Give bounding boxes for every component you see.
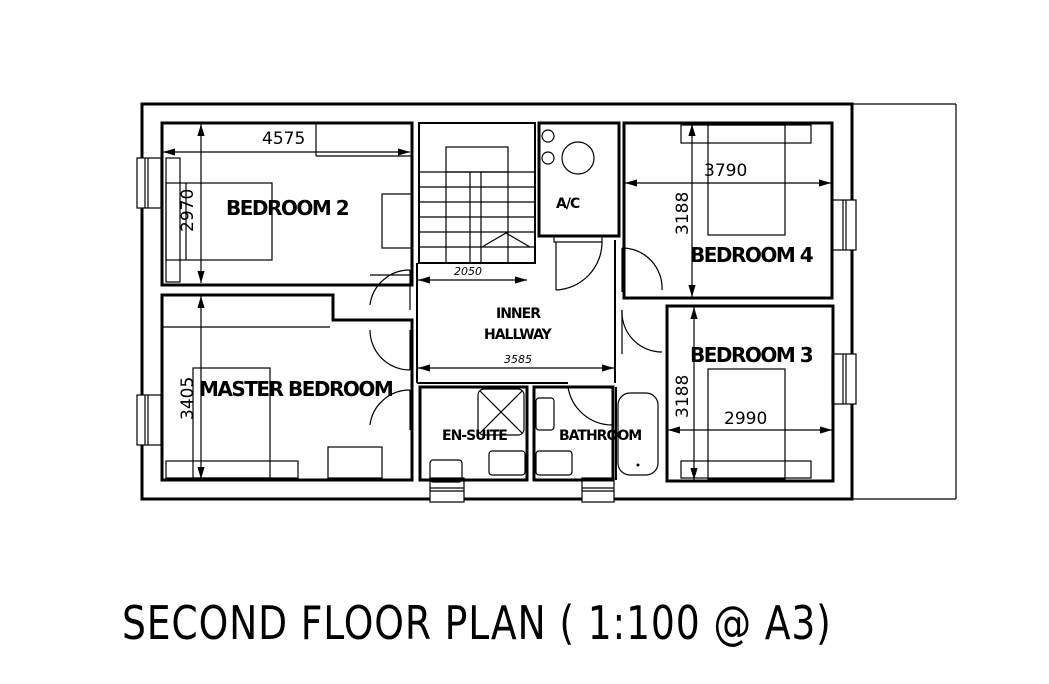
room-bedroom-2 <box>160 121 414 287</box>
label-hallway-line1: INNER <box>496 306 541 322</box>
room-bedroom-3 <box>665 304 835 483</box>
desk-bedroom2 <box>381 193 413 249</box>
window-master-bedroom <box>136 394 162 446</box>
basin-bathroom <box>535 450 573 476</box>
bed-bedroom3 <box>707 368 786 480</box>
staircase <box>418 122 536 284</box>
dim-bedroom2-depth: 2970 <box>178 189 198 232</box>
dim-hallway-width: 3585 <box>504 353 532 366</box>
label-bedroom-2: BEDROOM 2 <box>226 196 349 220</box>
room-en-suite <box>418 385 529 483</box>
label-bedroom-3: BEDROOM 3 <box>690 343 813 367</box>
shower <box>477 388 525 436</box>
dim-master-depth: 3405 <box>178 377 198 420</box>
label-master-bedroom: MASTER BEDROOM <box>199 377 393 401</box>
outer-wall <box>140 102 957 501</box>
window-bathroom <box>581 477 615 503</box>
label-bathroom: BATHROOM <box>559 428 641 444</box>
dim-bedroom3-depth: 3188 <box>673 375 693 418</box>
label-ac: A/C <box>556 196 580 212</box>
window-bedroom3 <box>831 353 857 405</box>
toilet-bathroom <box>535 397 555 431</box>
label-en-suite: EN-SUITE <box>442 428 507 444</box>
room-ac <box>537 121 621 291</box>
basin-ensuite <box>488 450 526 476</box>
room-master-bedroom <box>160 293 414 482</box>
dresser-master <box>327 446 383 479</box>
dim-bedroom4-depth: 3188 <box>673 192 693 235</box>
room-bedroom-4 <box>622 121 834 300</box>
bed-bedroom2 <box>165 182 273 261</box>
drawing-title: SECOND FLOOR PLAN ( 1:100 @ A3) <box>122 596 832 650</box>
window-bedroom4 <box>831 199 857 251</box>
room-bathroom <box>532 385 659 482</box>
room-inner-hallway <box>369 240 663 430</box>
dim-bedroom3-width: 2990 <box>724 409 767 429</box>
dim-bedroom2-width: 4575 <box>262 129 305 149</box>
window-bedroom2 <box>136 157 162 209</box>
dim-bedroom4-width: 3790 <box>704 161 747 181</box>
dim-stairs-width: 2050 <box>454 265 482 278</box>
toilet-ensuite <box>429 459 463 483</box>
bathtub <box>617 392 659 476</box>
label-bedroom-4: BEDROOM 4 <box>690 243 813 267</box>
label-hallway-line2: HALLWAY <box>484 327 553 343</box>
